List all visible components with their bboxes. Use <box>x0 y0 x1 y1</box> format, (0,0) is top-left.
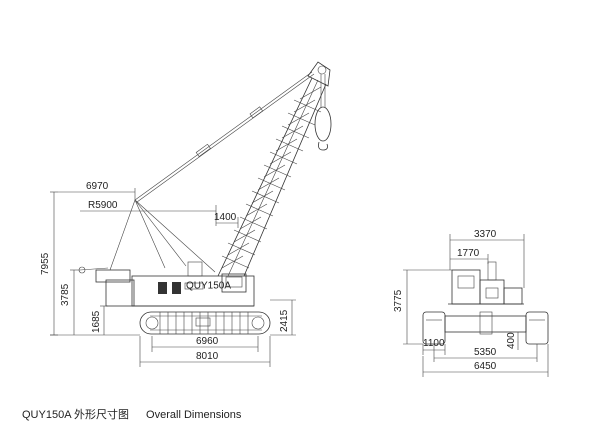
upper-body: QUY150A <box>95 261 255 307</box>
dim-2415: 2415 <box>279 309 290 332</box>
dim-3370: 3370 <box>474 229 497 240</box>
dim-8010: 8010 <box>196 351 219 362</box>
caption-model: QUY150A 外形尺寸图 <box>22 409 129 421</box>
dim-1400: 1400 <box>214 212 237 223</box>
dim-1770: 1770 <box>457 248 480 259</box>
pendant-lines <box>78 71 315 274</box>
dim-3775: 3775 <box>393 289 404 312</box>
side-dimensions: 6970 R5900 1400 7955 3785 1685 <box>40 181 296 367</box>
dim-5350: 5350 <box>474 347 497 358</box>
front-view-crane: 3370 1770 3775 1100 400 5350 <box>393 229 549 377</box>
dim-3785: 3785 <box>60 283 71 306</box>
dim-1685: 1685 <box>91 310 102 333</box>
dim-6450: 6450 <box>474 361 497 372</box>
caption-title: Overall Dimensions <box>146 409 242 421</box>
dim-r5900: R5900 <box>88 200 118 211</box>
side-view-crane: QUY150A <box>40 61 332 367</box>
cab-badge: QUY150A <box>186 281 231 292</box>
hook-block <box>314 74 332 151</box>
front-dimensions: 3370 1770 3775 1100 400 5350 <box>393 229 549 377</box>
right-track <box>525 311 549 345</box>
lattice-boom <box>217 61 331 277</box>
figure-caption: QUY150A 外形尺寸图 Overall Dimensions <box>22 406 255 422</box>
dim-6960: 6960 <box>196 336 219 347</box>
dim-7955: 7955 <box>40 252 51 275</box>
dim-400: 400 <box>506 332 517 349</box>
crawler-track <box>139 311 271 335</box>
dim-6970: 6970 <box>86 181 109 192</box>
dim-1100: 1100 <box>423 338 445 349</box>
